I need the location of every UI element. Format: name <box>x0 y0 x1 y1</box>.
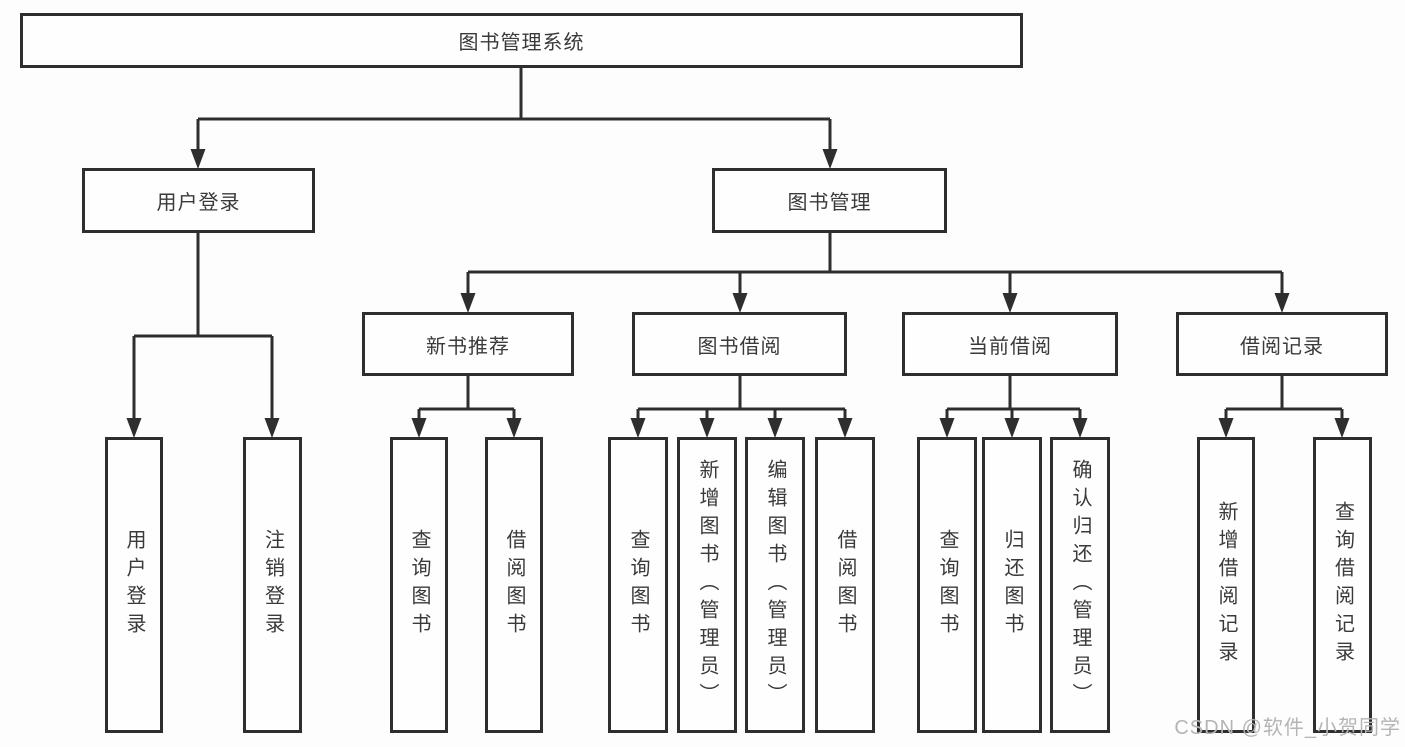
node-new-book-recommend-label: 新书推荐 <box>426 335 510 358</box>
leaf-recommend-query-books: 查询图书 <box>390 437 448 733</box>
leaf-borrow-query-books: 查询图书 <box>608 437 668 733</box>
node-current-borrow: 当前借阅 <box>902 312 1118 376</box>
leaf-user-login-label: 用户登录 <box>123 529 145 641</box>
leaf-borrow-query-books-label: 查询图书 <box>627 529 649 641</box>
leaf-return-books: 归还图书 <box>982 437 1042 733</box>
leaf-logout: 注销登录 <box>243 437 302 733</box>
connector-book-management-children <box>466 233 1284 294</box>
leaf-return-books-label: 归还图书 <box>1001 529 1023 641</box>
connector-current-borrow-children <box>945 376 1082 420</box>
leaf-edit-books-admin-label: 编辑图书（管理员） <box>764 459 786 711</box>
node-borrow-record-label: 借阅记录 <box>1240 335 1324 358</box>
connector-new-book-children <box>417 376 516 420</box>
node-book-management: 图书管理 <box>712 168 947 233</box>
node-user-login-label: 用户登录 <box>156 192 241 214</box>
connector-book-borrow-children <box>636 376 847 420</box>
connector-borrow-record-children <box>1224 376 1344 420</box>
leaf-current-query-books-label: 查询图书 <box>936 529 958 641</box>
csdn-watermark: CSDN @软件_小贺同学 <box>1174 717 1401 739</box>
leaf-add-borrow-record-label: 新增借阅记录 <box>1215 501 1237 669</box>
node-book-management-label: 图书管理 <box>787 192 872 214</box>
connector-user-login-children <box>132 233 274 419</box>
leaf-borrow-books-label: 借阅图书 <box>834 529 856 641</box>
leaf-user-login: 用户登录 <box>105 437 163 733</box>
leaf-query-borrow-record: 查询借阅记录 <box>1313 437 1372 733</box>
leaf-query-borrow-record-label: 查询借阅记录 <box>1331 501 1354 669</box>
arrowheads <box>126 149 1350 438</box>
node-borrow-record: 借阅记录 <box>1176 312 1388 376</box>
leaf-add-books-admin-label: 新增图书（管理员） <box>696 459 718 711</box>
node-root-system: 图书管理系统 <box>20 13 1023 68</box>
leaf-add-borrow-record: 新增借阅记录 <box>1197 437 1255 733</box>
node-book-borrow: 图书借阅 <box>632 312 847 376</box>
node-current-borrow-label: 当前借阅 <box>968 335 1052 358</box>
node-user-login: 用户登录 <box>82 168 315 233</box>
node-book-borrow-label: 图书借阅 <box>697 335 782 358</box>
leaf-borrow-books: 借阅图书 <box>815 437 875 733</box>
leaf-logout-label: 注销登录 <box>261 529 284 641</box>
node-new-book-recommend: 新书推荐 <box>362 312 574 376</box>
connector-root-to-level2 <box>196 68 832 150</box>
node-root-system-label: 图书管理系统 <box>458 32 585 54</box>
leaf-recommend-borrow-books-label: 借阅图书 <box>503 529 525 641</box>
leaf-add-books-admin: 新增图书（管理员） <box>677 437 737 733</box>
leaf-recommend-borrow-books: 借阅图书 <box>485 437 543 733</box>
leaf-edit-books-admin: 编辑图书（管理员） <box>745 437 805 733</box>
leaf-recommend-query-books-label: 查询图书 <box>408 529 430 641</box>
leaf-confirm-return-admin: 确认归还（管理员） <box>1050 437 1110 733</box>
leaf-current-query-books: 查询图书 <box>917 437 977 733</box>
leaf-confirm-return-admin-label: 确认归还（管理员） <box>1069 459 1091 711</box>
